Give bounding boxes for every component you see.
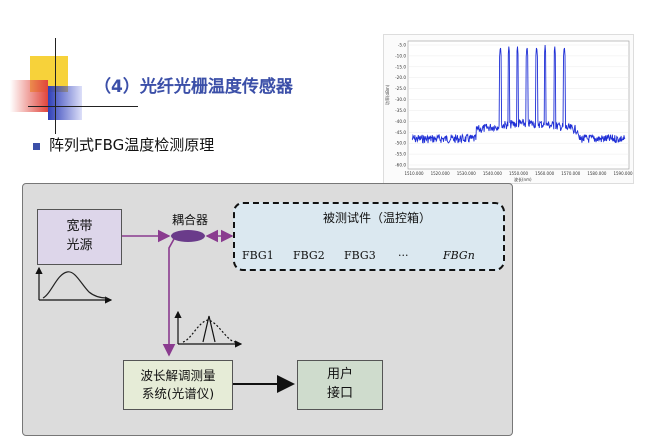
broadband-light-source: 宽带 光源 xyxy=(37,209,122,265)
title-decoration-red-square xyxy=(10,80,48,112)
spectrum-y-axis-label: 功率(dBm) xyxy=(384,84,390,105)
spectrum-x-tick-label: 1540.000 xyxy=(483,171,503,176)
spectrometer-label-line1: 波长解调测量 xyxy=(140,367,216,383)
user-label-line2: 接口 xyxy=(326,386,353,401)
spectrum-x-tick-label: 1510.000 xyxy=(404,171,424,176)
reflection-spectrum-peak xyxy=(202,315,216,343)
device-under-test-box: 被测试件（温控箱） FBG1 FBG2 FBG3 ··· FBGn xyxy=(233,202,505,271)
spectrum-y-tick-label: -45.0 xyxy=(395,130,406,135)
spectrum-x-tick-label: 1580.000 xyxy=(587,171,607,176)
spectrum-y-tick-label: -10.0 xyxy=(395,53,406,58)
coupler-label: 耦合器 xyxy=(172,213,209,227)
source-label-line2: 光源 xyxy=(66,238,93,253)
fbg-ellipsis: ··· xyxy=(398,249,409,262)
source-spectrum-curve xyxy=(42,271,108,299)
spectrum-x-tick-label: 1550.000 xyxy=(509,171,529,176)
bullet-square-icon xyxy=(33,143,40,150)
slide-title: （4）光纤光栅温度传感器 xyxy=(94,77,293,97)
spectrum-y-ticks: -5.0 -10.0 -15.0 -20.0 -25.0 -30.0 -35.0 -40.0 -… xyxy=(395,43,406,168)
title-decoration-horizontal-line xyxy=(28,106,138,107)
fbg-system-diagram: 宽带 光源 耦合器 被测试件（温控箱） FBG1 FBG2 FBG3 ··· F… xyxy=(22,183,513,436)
spectrum-y-tick-label: -35.0 xyxy=(395,108,406,113)
spectrum-svg: -5.0 -10.0 -15.0 -20.0 -25.0 -30.0 -35.0 -40.0 -… xyxy=(384,40,633,182)
spectrum-y-tick-label: -55.0 xyxy=(395,152,406,157)
spectrum-line xyxy=(411,44,626,144)
spectrum-x-tick-label: 1570.000 xyxy=(561,171,581,176)
fbg2-label: FBG2 xyxy=(293,249,325,262)
user-label-line1: 用户 xyxy=(326,367,353,383)
spectrometer-label-line2: 系统(光谱仪) xyxy=(141,386,215,401)
spectrum-y-tick-label: -15.0 xyxy=(395,64,406,69)
spectrum-y-tick-label: -30.0 xyxy=(395,97,406,102)
source-label-line1: 宽带 xyxy=(66,219,93,235)
spectrum-x-tick-label: 1520.000 xyxy=(431,171,451,176)
fbgn-label: FBGn xyxy=(443,249,475,262)
spectrum-x-axis-label: 波长(nm) xyxy=(514,176,532,182)
spectrum-y-tick-label: -5.0 xyxy=(398,43,407,48)
user-interface-box: 用户 接口 xyxy=(297,360,383,410)
spectrum-x-tick-label: 1560.000 xyxy=(535,171,555,176)
spectrum-x-tick-label: 1530.000 xyxy=(457,171,477,176)
coupler-ellipse xyxy=(171,230,205,242)
dut-label: 被测试件（温控箱） xyxy=(323,211,432,225)
title-decoration-blue-square xyxy=(48,86,82,120)
slide-subtitle: 阵列式FBG温度检测原理 xyxy=(49,136,215,154)
spectrum-y-tick-label: -20.0 xyxy=(395,75,406,80)
spectrum-y-tick-label: -60.0 xyxy=(395,163,406,168)
wavelength-demodulation-system: 波长解调测量 系统(光谱仪) xyxy=(123,360,233,410)
fbg1-label: FBG1 xyxy=(242,249,274,262)
title-decoration-vertical-line xyxy=(55,38,56,134)
spectrum-y-tick-label: -50.0 xyxy=(395,141,406,146)
spectrum-y-tick-label: -40.0 xyxy=(395,119,406,124)
coupler-to-spectrometer-arrow xyxy=(162,238,176,357)
spectrum-x-tick-label: 1590.000 xyxy=(613,171,633,176)
spectrum-plot: -5.0 -10.0 -15.0 -20.0 -25.0 -30.0 -35.0 -40.0 -… xyxy=(383,34,634,184)
fbg3-label: FBG3 xyxy=(344,249,376,262)
reflection-spectrum-envelope xyxy=(182,319,236,343)
spectrum-y-tick-label: -25.0 xyxy=(395,86,406,91)
spectrum-x-ticks: 1510.000 1520.000 1530.000 1540.000 1550.000… xyxy=(404,171,633,176)
